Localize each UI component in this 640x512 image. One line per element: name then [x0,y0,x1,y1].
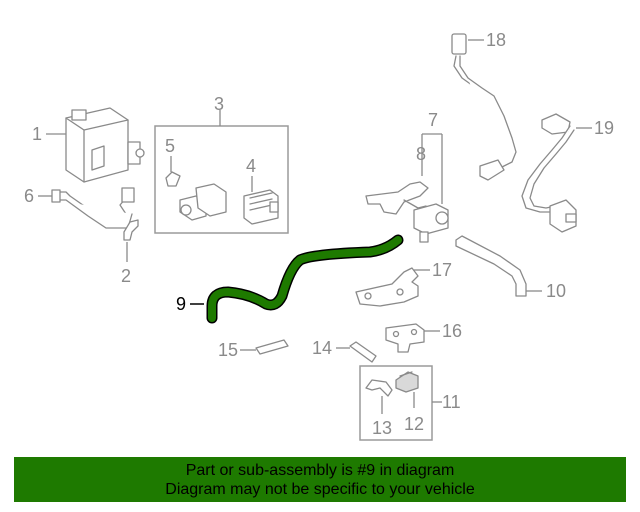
callout-16: 16 [442,321,462,341]
part-9-hose[interactable] [206,234,404,324]
group-3-frame [154,125,289,234]
banner-line-1: Part or sub-assembly is #9 in diagram [185,461,455,479]
callout-15: 15 [218,340,238,360]
part-17-bracket[interactable] [355,267,419,307]
callout-2: 2 [121,266,131,286]
part-10-hose[interactable] [455,235,527,297]
callout-4: 4 [246,156,256,176]
group-11-frame [359,365,433,441]
callout-9: 9 [176,294,186,314]
callout-17: 17 [432,260,452,280]
part-8-bracket[interactable] [365,181,429,215]
callout-14: 14 [312,338,332,358]
callout-12: 12 [404,414,424,434]
callout-1: 1 [32,124,42,144]
callout-19: 19 [594,118,614,138]
banner-line-2: Diagram may not be specific to your vehi… [165,480,475,498]
part-1-canister[interactable] [65,107,145,183]
callout-5: 5 [165,136,175,156]
callout-7: 7 [428,110,438,130]
callout-3: 3 [214,94,224,114]
part-18-oxygen-sensor[interactable] [451,33,517,181]
part-14-hose[interactable] [349,341,377,363]
info-banner: Part or sub-assembly is #9 in diagram Di… [14,457,626,502]
callout-18: 18 [486,30,506,50]
part-12-sensor[interactable] [395,371,419,393]
part-15-hose[interactable] [255,339,289,355]
part-5-clip[interactable] [165,171,227,221]
part-6-hose[interactable] [51,187,135,229]
callout-13: 13 [372,418,392,438]
callout-10: 10 [546,281,566,301]
part-2-hose[interactable] [123,219,139,241]
part-7-vsv[interactable] [413,203,449,243]
callout-11: 11 [442,392,461,412]
callout-6: 6 [24,186,34,206]
part-16-clip[interactable] [385,323,425,353]
part-4-valve[interactable] [243,189,279,225]
callout-8: 8 [416,144,426,164]
part-19-oxygen-sensor[interactable] [521,113,577,233]
part-13-hose[interactable] [365,379,393,397]
